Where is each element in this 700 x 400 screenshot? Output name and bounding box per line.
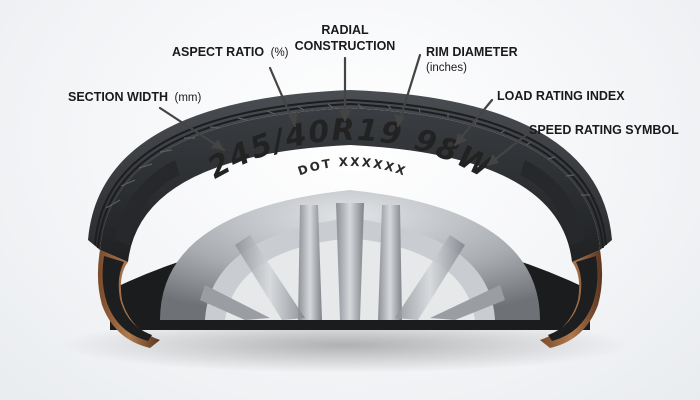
arrowhead-rim-diameter [394,114,405,127]
label-aspect-ratio: ASPECT RATIO (%) [172,45,289,59]
arrowhead-section-width [211,139,224,150]
label-construction: CONSTRUCTION [295,39,396,53]
arrowhead-load-rating [455,133,467,146]
arrowhead-radial [339,110,351,122]
label-section-width: SECTION WIDTH (mm) [68,90,201,104]
cut-inner-right [548,256,598,341]
tread-grooves [94,98,607,249]
arrowhead-speed-rating [487,154,499,166]
arrow-rim-diameter [396,53,422,128]
ground-shadow [60,317,630,373]
arrowhead-aspect-ratio [288,112,298,126]
tread-blocks [105,103,590,209]
label-load-rating: LOAD RATING INDEX [497,89,625,103]
label-radial: RADIAL [321,23,369,37]
arrow-section-width [158,106,226,152]
sidewall-panel-right [520,160,585,245]
tire-sidewall [100,108,600,262]
rim-spokes [200,203,505,320]
label-rim-diameter: RIM DIAMETER [426,45,518,59]
callout-arrowheads [211,110,499,166]
cut-inner-left [102,256,152,341]
tire-dot-code: DOT XXXXXX [296,155,409,179]
sidewall-panel-left [115,160,180,245]
label-rim-diameter-unit: (inches) [426,62,467,74]
label-speed-rating: SPEED RATING SYMBOL [529,123,679,137]
